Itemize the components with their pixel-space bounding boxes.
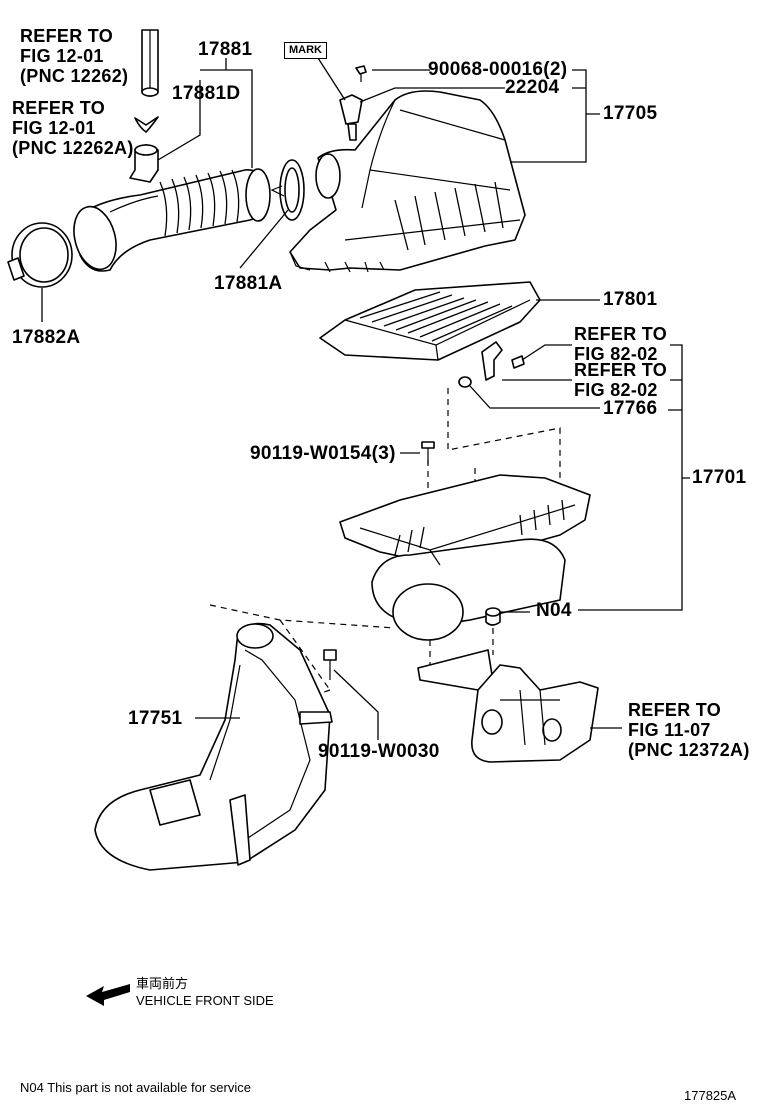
hose-clamp-17882a [7, 222, 73, 288]
part-label-17701: 17701 [692, 467, 747, 488]
ref-fig-82-02-a: REFER TO FIG 82-02 [574, 324, 667, 364]
ref-line: FIG 11-07 [628, 720, 711, 740]
part-label-17882a: 17882A [12, 327, 81, 348]
cushion-n04 [485, 607, 501, 626]
ref-line: FIG 12-01 [12, 118, 96, 138]
air-filter-element-17801 [319, 281, 541, 361]
ref-line: REFER TO [574, 324, 668, 344]
legend-jp: 車両前方 [136, 976, 189, 991]
part-label-17881a: 17881A [214, 273, 283, 294]
vehicle-front-arrow-icon [86, 984, 130, 1006]
ref-line: (PNC 12372A) [628, 740, 750, 760]
part-label-17801: 17801 [603, 289, 658, 310]
grommet-17766 [458, 376, 472, 388]
ref-line: (PNC 12262) [20, 66, 129, 86]
hose-clip [134, 116, 159, 133]
ref-line: (PNC 12262A) [12, 138, 134, 158]
ref-fig-12-01-a: REFER TO FIG 12-01 (PNC 12262) [20, 26, 128, 86]
gasket-17881a [270, 159, 305, 221]
legend-en: VEHICLE FRONT SIDE [136, 993, 274, 1008]
part-label-17766: 17766 [603, 398, 658, 419]
intake-duct-17751 [94, 604, 396, 871]
engine-mount-bracket [417, 628, 599, 763]
air-cleaner-case-17701 [339, 388, 591, 641]
part-label-17751: 17751 [128, 708, 183, 729]
ref-fig-11-07: REFER TO FIG 11-07 (PNC 12372A) [628, 700, 750, 760]
ref-line: FIG 12-01 [20, 46, 104, 66]
part-label-90119-w0030: 90119-W0030 [318, 741, 440, 762]
ref-fig-82-02-b: REFER TO FIG 82-02 [574, 360, 667, 400]
part-label-90119-w0154: 90119-W0154(3) [250, 443, 396, 464]
ref-line: FIG 82-02 [574, 380, 658, 400]
part-label-90068-00016: 90068-00016(2) [428, 59, 568, 80]
figure-id: 177825A [684, 1088, 737, 1103]
part-label-17705: 17705 [603, 103, 658, 124]
bracket-82-02 [481, 341, 525, 381]
part-label-17881: 17881 [198, 39, 253, 60]
ref-line: REFER TO [574, 360, 668, 380]
intake-hose-17881 [73, 168, 271, 272]
part-label-n04: N04 [536, 600, 572, 621]
ref-line: REFER TO [628, 700, 722, 720]
ref-line: REFER TO [12, 98, 106, 118]
leader-lines [41, 57, 690, 740]
bolt-90119-w0030 [323, 649, 337, 680]
part-label-17881d: 17881D [172, 83, 241, 104]
ref-line: FIG 82-02 [574, 344, 658, 364]
small-hose-connector [129, 144, 159, 183]
ref-fig-12-01-b: REFER TO FIG 12-01 (PNC 12262A) [12, 98, 134, 158]
mark-box: MARK [284, 42, 327, 59]
air-cleaner-cap-17705 [289, 65, 526, 273]
pcv-hose-top [141, 29, 159, 97]
footer-note: N04 This part is not available for servi… [20, 1080, 251, 1095]
bolt-90119-w0154 [421, 441, 435, 464]
ref-line: REFER TO [20, 26, 114, 46]
part-label-22204: 22204 [505, 77, 560, 98]
